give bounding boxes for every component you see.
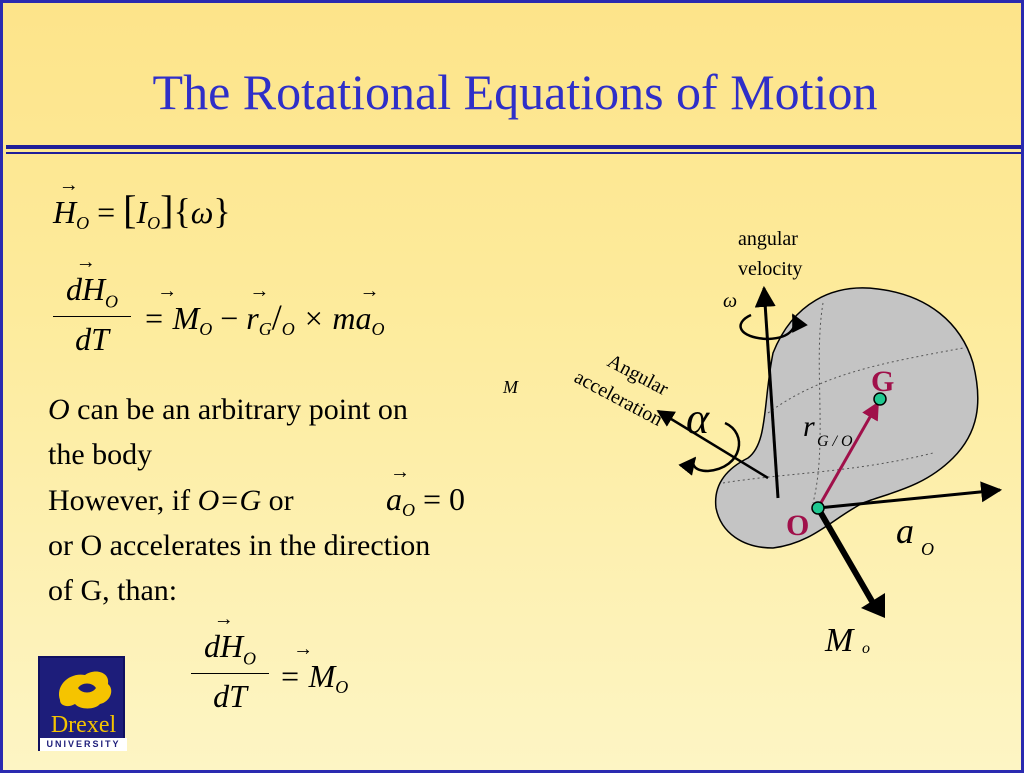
angular-acceleration-arrow [656,409,769,480]
text-line-2: the body [48,438,153,471]
text-line-5: of G, than: [48,574,178,607]
r-subscript-G: G [258,319,272,339]
point-O [811,501,825,515]
equals-sign: = [97,194,116,230]
fraction-numerator: dHO [53,251,131,312]
r-subscript-label: G / O [817,433,853,450]
text-line-4: or O accelerates in the direction [48,529,431,562]
inline-a-subscript: O [402,500,415,520]
angular-velocity-arrow [754,285,780,499]
H-vector: H [53,174,79,231]
M-superscript: M [503,377,518,397]
r-label: r [803,410,815,443]
angular-velocity-label-1: angular [738,228,798,250]
inline-a-term: a [386,461,410,518]
moment-O-arrow-shaft [815,506,876,605]
drexel-logo: Drexel UNIVERSITY [38,656,127,751]
dH-subscript: O [105,291,119,312]
equation-2-fraction: dHO dT [53,251,131,358]
text-O-equals-G: O=G [197,484,262,517]
fraction-3-bar [191,673,269,675]
O-label: O [786,509,809,542]
minus-sign: − [220,300,239,336]
alpha-rotation-arrow [678,421,741,476]
cross-mass-term: × m [302,300,356,336]
rigid-body-diagram: angular velocity ω Angular acceleration … [571,228,1003,659]
logo-university: UNIVERSITY [40,738,127,751]
slide-title: The Rotational Equations of Motion [152,64,878,120]
r-subscript-O: O [281,319,295,339]
omega-symbol: ω [190,194,214,230]
point-G [873,392,887,406]
r-subscript-slash: / [271,297,282,337]
title-rule-thick [6,145,1021,149]
equation-3-rhs: = MO [279,638,349,698]
body-dotted-line [812,302,824,504]
text-however: However, if [48,484,198,517]
moment-term: = M [143,280,199,337]
inertia-symbol: I [136,194,148,230]
text-or: or [261,484,294,517]
title-rule-thin [6,152,1021,154]
omega-label: ω [723,290,737,312]
right-bracket: ] [160,187,174,232]
fraction-3-denominator: dT [213,678,247,715]
left-bracket: [ [123,187,137,232]
a-O-label: a [896,511,914,551]
fraction-denominator: dT [75,321,109,358]
equation-angular-momentum: HO = [IO]{ω} [53,174,231,234]
equation-a-zero: aO = 0 [386,461,466,521]
text-line-1: O can be an arbitrary point on [48,393,408,427]
right-brace: } [213,191,231,231]
r-G-O-vector [816,401,880,509]
acceleration-subscript: O [371,319,385,339]
G-label: G [871,365,894,398]
dH-term-3: dH [204,608,243,665]
left-brace: { [173,191,191,231]
logo-wordmark: Drexel [50,712,117,738]
omega-rotation-arrow [739,313,808,341]
dH-subscript-3: O [243,648,257,669]
a-O-subscript: O [921,539,934,559]
r-vector-term: r [246,280,270,337]
equation-3-fraction: dHO dT [191,608,269,715]
acceleration-O-arrow [817,481,1003,510]
M-O-subscript: o [862,640,870,657]
moment-O-arrowhead [861,593,885,618]
text-line-1-rest: can be an arbitrary point on [69,393,408,426]
text-O: O [48,393,70,426]
moment-subscript: O [199,319,213,339]
acceleration-term: a [355,280,379,337]
moment-subscript-3: O [335,677,349,697]
moment-term-3: = M [279,638,335,695]
dH-term: dH [66,251,105,308]
fraction-bar [53,316,131,318]
inertia-subscript: O [147,213,161,233]
angular-velocity-label-2: velocity [738,258,802,280]
M-O-label: M [824,622,855,659]
equation-2-rhs: = MO − rG/O × maO [143,280,385,340]
H-subscript: O [76,213,90,233]
fraction-3-numerator: dHO [191,608,269,669]
text-line-3: However, if O=G or [48,484,294,518]
dragon-emblem-icon [59,671,112,709]
rigid-body-shape [714,287,979,549]
inline-equals-zero: = 0 [423,481,466,517]
alpha-label: α [686,394,710,443]
